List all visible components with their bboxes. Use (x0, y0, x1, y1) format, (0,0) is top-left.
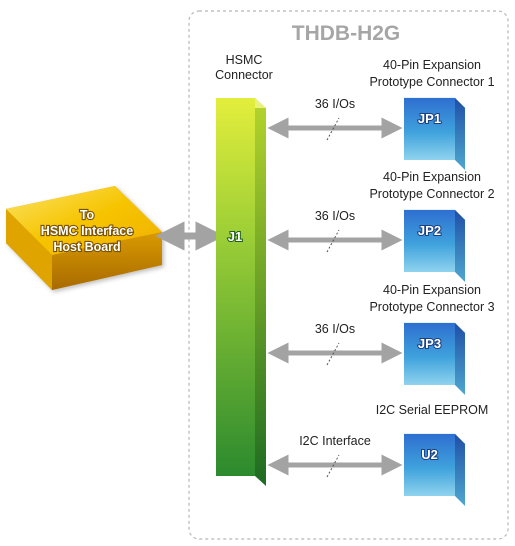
target-title-line2-1: Prototype Connector 1 (369, 75, 494, 89)
box-label-3: JP3 (418, 336, 441, 351)
host-board-line2: HSMC Interface (41, 224, 133, 238)
target-title-line1-1: 40-Pin Expansion (383, 58, 481, 72)
box-front-1 (404, 98, 455, 160)
board-frame (188, 10, 509, 540)
target-title-line2-4: I2C Serial EEPROM (376, 403, 489, 417)
box-side-4 (455, 434, 465, 506)
box-side-3 (455, 323, 465, 395)
link-label-4: I2C Interface (299, 434, 371, 448)
link-label-2: 36 I/Os (315, 209, 355, 223)
j1-label: J1 (228, 229, 242, 244)
j1-connector-bar (216, 98, 266, 486)
bus-width-tick-2 (326, 229, 340, 253)
host-board-block (6, 186, 162, 290)
box-side-2 (455, 210, 465, 282)
target-title-line2-3: Prototype Connector 3 (369, 300, 494, 314)
bus-width-tick-3 (326, 342, 340, 366)
target-title-line2-2: Prototype Connector 2 (369, 187, 494, 201)
host-board-line1: To (80, 208, 95, 222)
host-board-line3: Host Board (53, 240, 120, 254)
board-title: THDB-H2G (292, 22, 401, 45)
link-label-1: 36 I/Os (315, 97, 355, 111)
box-label-2: JP2 (418, 223, 441, 238)
target-title-line1-3: 40-Pin Expansion (383, 283, 481, 297)
box-label-1: JP1 (418, 111, 441, 126)
box-front-2 (404, 210, 455, 272)
hsmc-connector-label-line2: Connector (215, 68, 273, 82)
box-label-4: U2 (421, 447, 438, 462)
box-side-1 (455, 98, 465, 170)
box-front-3 (404, 323, 455, 385)
hsmc-connector-label-line1: HSMC (226, 53, 263, 67)
bus-width-tick-4 (326, 454, 340, 478)
target-title-line1-2: 40-Pin Expansion (383, 170, 481, 184)
box-front-4 (404, 434, 455, 496)
link-label-3: 36 I/Os (315, 322, 355, 336)
bus-width-tick-1 (326, 117, 340, 141)
